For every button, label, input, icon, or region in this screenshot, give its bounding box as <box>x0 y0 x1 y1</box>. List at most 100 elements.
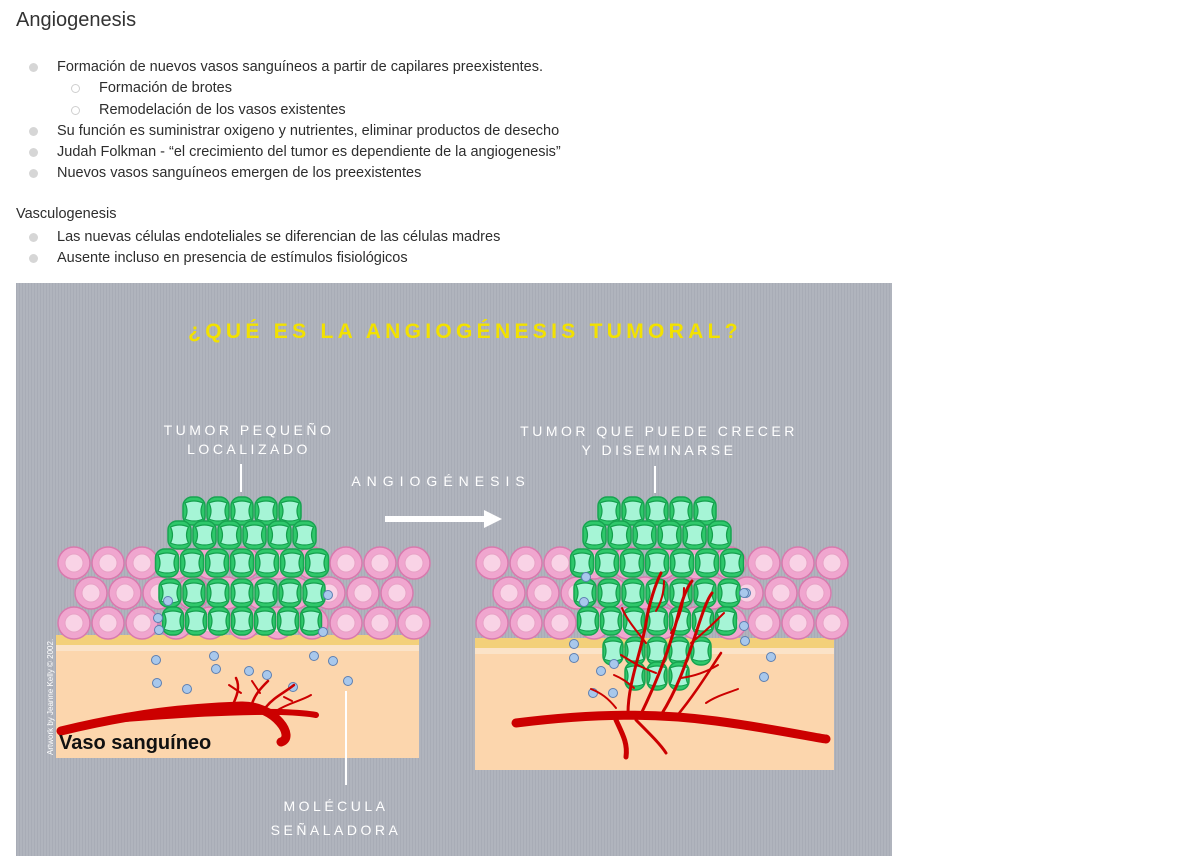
normal-cell-nucleus <box>64 553 84 573</box>
tumor-cell-core <box>672 552 692 574</box>
list-item: Ausente incluso en presencia de estímulo… <box>0 248 500 269</box>
tumor-cell-core <box>716 610 736 632</box>
normal-cell-nucleus <box>550 553 570 573</box>
signal-molecule <box>739 588 749 598</box>
signal-molecule <box>318 627 328 637</box>
list-sub-item: Formación de brotes <box>0 78 561 99</box>
artwork-credit: Artwork by Jeanne Kelly © 2002. <box>46 639 55 755</box>
normal-cell-nucleus <box>499 583 519 603</box>
tumor-cell-core <box>684 524 705 546</box>
list-sub-item: Remodelación de los vasos existentes <box>0 100 561 121</box>
tumor-cell-core <box>256 500 276 522</box>
small-tumor-panel <box>56 496 431 758</box>
tumor-cell-core <box>280 500 300 522</box>
tumor-cell-core <box>232 582 252 604</box>
blood-vessel <box>264 683 296 709</box>
tumor-cell-core <box>671 500 691 522</box>
signal-molecule <box>569 639 579 649</box>
signal-molecule <box>739 621 749 631</box>
molecule-label: MOLÉCULA <box>283 798 388 814</box>
normal-cell-nucleus <box>404 553 424 573</box>
normal-cell-nucleus <box>771 583 791 603</box>
tumor-cell-core <box>647 610 667 632</box>
signal-molecule <box>766 652 776 662</box>
tumor-cell-core <box>709 524 730 546</box>
vasculogenesis-list: Las nuevas células endoteliales se difer… <box>0 227 500 270</box>
normal-cell-nucleus <box>482 553 502 573</box>
signal-molecule <box>569 653 579 663</box>
blood-vessel <box>674 651 723 719</box>
blood-vessel <box>228 684 242 694</box>
tumor-cell-core <box>269 524 290 546</box>
list-item: Judah Folkman - “el crecimiento del tumo… <box>0 142 561 163</box>
tumor-cell-core <box>186 610 206 632</box>
blood-vessel <box>670 587 685 634</box>
large-tumor-panel <box>475 496 849 770</box>
signal-molecule <box>343 676 353 686</box>
tumor-cell-core <box>278 610 298 632</box>
normal-cell-nucleus <box>533 583 553 603</box>
tumor-cell-core <box>157 552 177 574</box>
list-item: Las nuevas células endoteliales se difer… <box>0 227 500 248</box>
tumor-cell-core <box>697 552 717 574</box>
tumor-cell-core <box>578 610 598 632</box>
normal-cell-nucleus <box>132 553 152 573</box>
angiogenesis-list: Formación de nuevos vasos sanguíneos a p… <box>0 57 561 185</box>
tumor-cell-core <box>647 500 667 522</box>
tumor-cell-core <box>282 552 302 574</box>
blood-vessel <box>251 680 261 694</box>
normal-cell-nucleus <box>516 553 536 573</box>
signal-molecule <box>581 572 591 582</box>
signal-molecule <box>579 597 589 607</box>
blood-vessel <box>108 708 319 723</box>
large-tumor-label-2: Y DISEMINARSE <box>582 442 737 458</box>
tumor-cell-core <box>184 500 204 522</box>
normal-cell-nucleus <box>754 613 774 633</box>
tumor-cell-core <box>647 552 667 574</box>
tumor-cell-core <box>301 610 321 632</box>
blood-vessel <box>655 580 665 612</box>
normal-cell-nucleus <box>822 613 842 633</box>
tumor-cell-core <box>163 610 183 632</box>
small-tumor-label-2: LOCALIZADO <box>187 441 311 457</box>
vessel-label: Vaso sanguíneo <box>59 732 211 754</box>
blood-vessel <box>659 591 714 717</box>
tumor-cell-core <box>184 582 204 604</box>
tumor-cell-core <box>601 610 621 632</box>
normal-cell-nucleus <box>387 583 407 603</box>
tumor-cell-core <box>219 524 240 546</box>
tumor-cell-core <box>307 552 327 574</box>
signal-molecule <box>596 666 606 676</box>
tumor-cell-core <box>603 640 623 662</box>
tumor-cell-core <box>280 582 300 604</box>
normal-cell-nucleus <box>370 553 390 573</box>
blood-vessel <box>613 674 635 689</box>
tumor-cell-core <box>294 524 315 546</box>
tumor-cell-core <box>169 524 190 546</box>
blood-vessel <box>283 696 293 702</box>
tumor-cell-core <box>194 524 215 546</box>
blood-vessel <box>613 717 629 760</box>
signal-molecule <box>153 613 163 623</box>
blood-vessel <box>620 654 657 674</box>
angiogenesis-arrow-label: ANGIOGÉNESIS <box>351 473 530 489</box>
blood-vessel <box>690 612 725 644</box>
tumor-cell-core <box>207 552 227 574</box>
tumor-cell-core <box>599 500 619 522</box>
tumor-cell-core <box>722 552 742 574</box>
angiogenesis-figure: ¿QUÉ ES LA ANGIOGÉNESIS TUMORAL? TUMOR P… <box>16 283 892 856</box>
tumor-cell-core <box>256 582 276 604</box>
signal-molecule <box>740 636 750 646</box>
molecule-label-2: SEÑALADORA <box>271 822 402 838</box>
tumor-cell-core <box>182 552 202 574</box>
normal-cell-nucleus <box>754 553 774 573</box>
normal-cell-nucleus <box>64 613 84 633</box>
tumor-cell-core <box>691 640 711 662</box>
blood-vessel <box>249 679 270 709</box>
signal-molecule <box>182 684 192 694</box>
normal-cell-nucleus <box>788 613 808 633</box>
signal-molecule <box>151 655 161 665</box>
list-item: Su función es suministrar oxigeno y nutr… <box>0 121 561 142</box>
signal-molecule <box>609 659 619 669</box>
normal-cell-nucleus <box>550 613 570 633</box>
